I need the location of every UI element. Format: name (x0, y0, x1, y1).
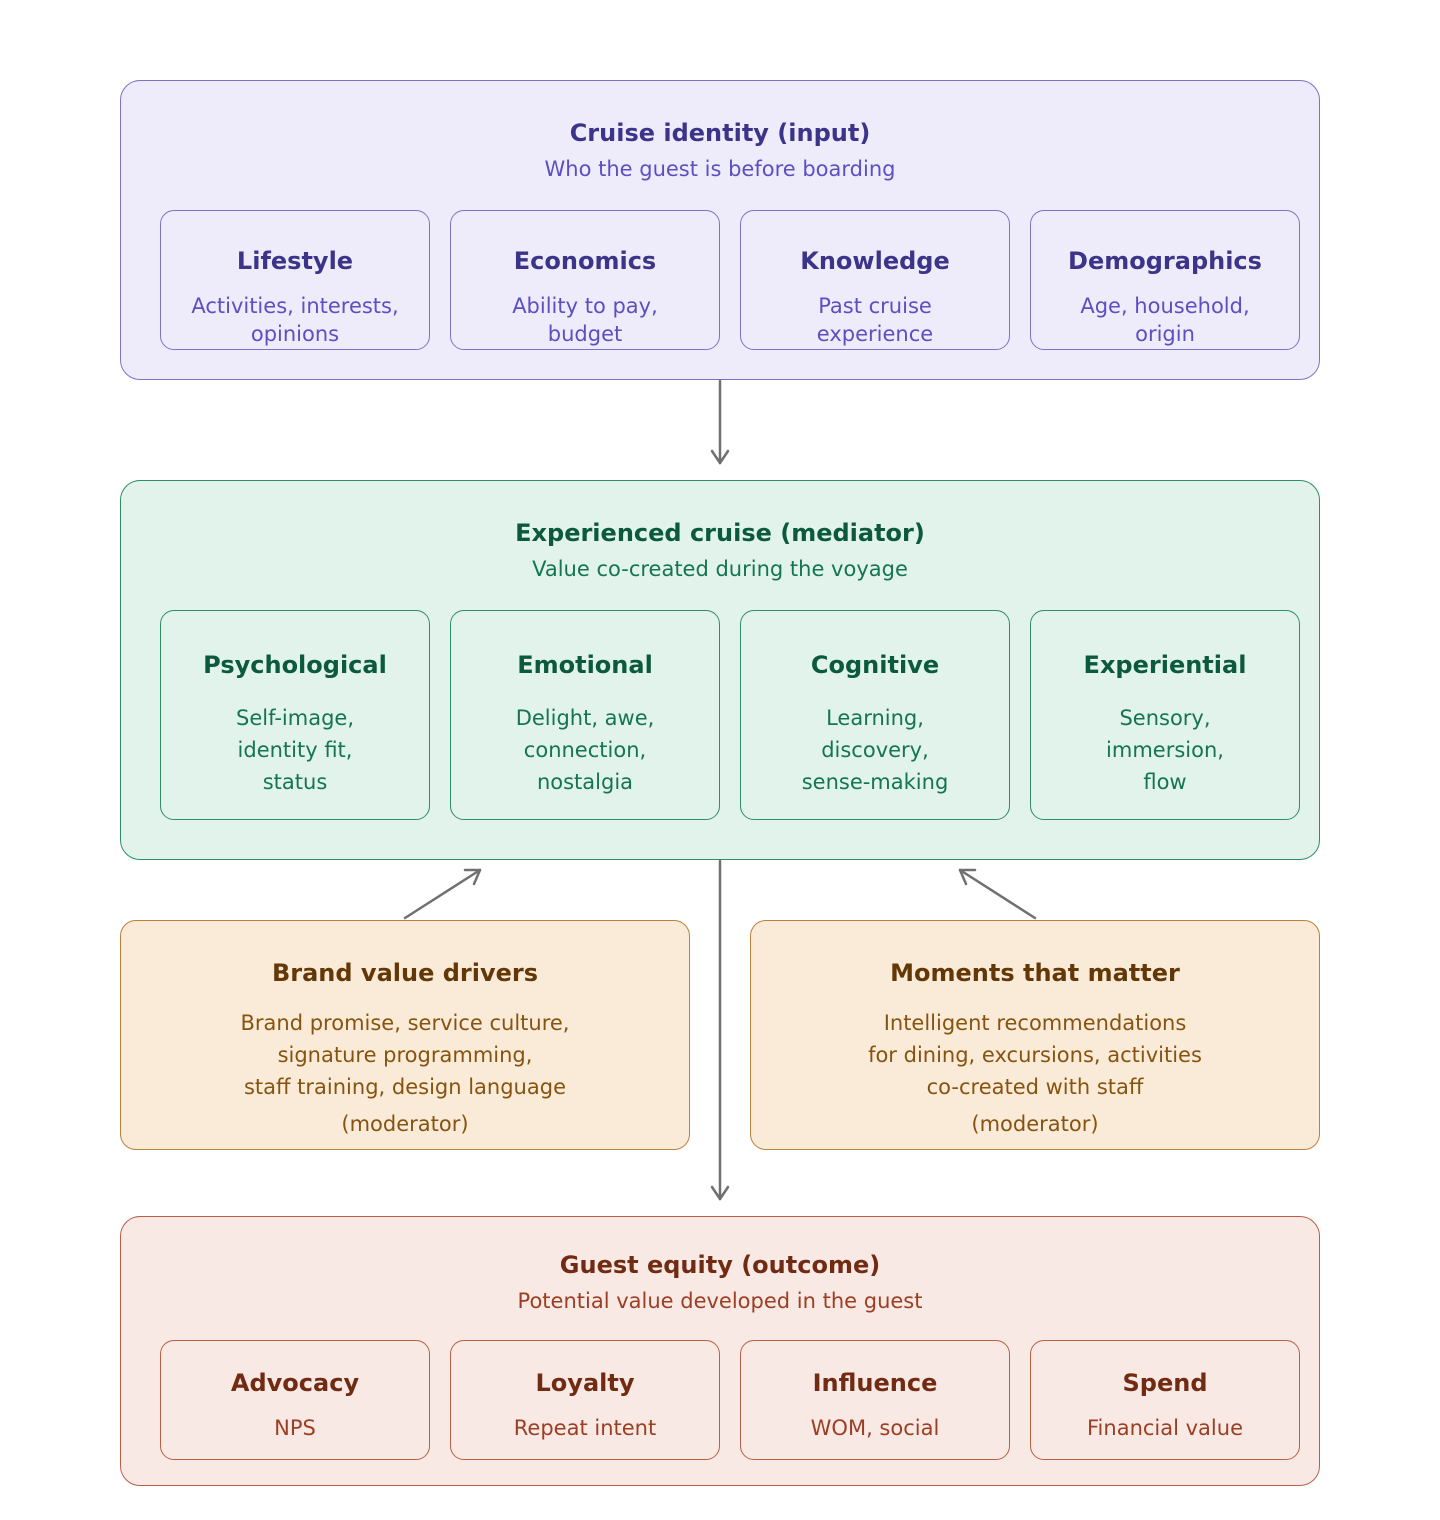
moderator-title: Moments that matter (890, 959, 1180, 987)
card-psychological: Psychological Self-image, identity fit, … (160, 610, 430, 820)
moderator-description-line: signature programming, (277, 1043, 533, 1067)
card-description-line: Self-image, (236, 706, 354, 730)
moderator-description-line: Brand promise, service culture, (240, 1011, 570, 1035)
arrow-input-to-mediator (710, 379, 730, 465)
card-title: Spend (1122, 1369, 1208, 1397)
card-description: NPS (274, 1416, 316, 1440)
card-title: Cognitive (810, 651, 940, 679)
card-description: Financial value (1087, 1416, 1243, 1440)
input-group-title: Cruise identity (input) (569, 119, 871, 147)
card-description-line: experience (816, 322, 934, 346)
card-title: Loyalty (535, 1369, 635, 1397)
card-description: Age, household, origin (1031, 292, 1299, 348)
moderator-description-line: Intelligent recommendations (883, 1011, 1187, 1035)
moderator-tag: (moderator) (971, 1112, 1099, 1136)
card-description-line: budget (547, 322, 623, 346)
card-description-line: status (262, 770, 328, 794)
outcome-group-subtitle: Potential value developed in the guest (517, 1289, 923, 1313)
card-description-line: Sensory, (1119, 706, 1211, 730)
moderator-moments-that-matter: Moments that matter Intelligent recommen… (750, 920, 1320, 1150)
card-description-line: Age, household, (1080, 294, 1250, 318)
card-economics: Economics Ability to pay, budget (450, 210, 720, 350)
card-description-line: Delight, awe, (515, 706, 655, 730)
card-experiential: Experiential Sensory, immersion, flow (1030, 610, 1300, 820)
mediator-group-subtitle: Value co-created during the voyage (532, 557, 908, 581)
moderator-description: Intelligent recommendations for dining, … (751, 1007, 1319, 1103)
card-description-line: discovery, (821, 738, 929, 762)
arrow-moments-to-mediator (958, 868, 1037, 920)
card-description-line: origin (1135, 322, 1195, 346)
mediator-group-title: Experienced cruise (mediator) (515, 519, 925, 547)
card-loyalty: Loyalty Repeat intent (450, 1340, 720, 1460)
card-spend: Spend Financial value (1030, 1340, 1300, 1460)
card-emotional: Emotional Delight, awe, connection, nost… (450, 610, 720, 820)
moderator-description-line: staff training, design language (243, 1075, 566, 1099)
card-title: Experiential (1083, 651, 1247, 679)
card-cognitive: Cognitive Learning, discovery, sense-mak… (740, 610, 1010, 820)
card-description-line: Learning, (826, 706, 924, 730)
card-description-line: Past cruise (818, 294, 932, 318)
card-lifestyle: Lifestyle Activities, interests, opinion… (160, 210, 430, 350)
card-title: Advocacy (230, 1369, 360, 1397)
card-description-line: sense-making (801, 770, 949, 794)
moderator-title: Brand value drivers (271, 959, 538, 987)
outcome-group-title: Guest equity (outcome) (559, 1251, 881, 1279)
card-description-line: nostalgia (536, 770, 634, 794)
card-description-line: immersion, (1106, 738, 1224, 762)
card-description: Learning, discovery, sense-making (741, 702, 1009, 798)
card-title: Demographics (1068, 247, 1262, 275)
moderator-tag: (moderator) (341, 1112, 469, 1136)
moderator-brand-value-drivers: Brand value drivers Brand promise, servi… (120, 920, 690, 1150)
arrow-mediator-to-outcome (710, 859, 730, 1201)
input-group-subtitle: Who the guest is before boarding (544, 157, 896, 181)
moderator-description-line: for dining, excursions, activities (868, 1043, 1202, 1067)
card-knowledge: Knowledge Past cruise experience (740, 210, 1010, 350)
card-title: Emotional (517, 651, 653, 679)
card-description: Sensory, immersion, flow (1031, 702, 1299, 798)
card-title: Lifestyle (236, 247, 354, 275)
card-description: Past cruise experience (741, 292, 1009, 348)
card-description: Repeat intent (513, 1416, 657, 1440)
card-description: WOM, social (810, 1416, 940, 1440)
card-title: Knowledge (800, 247, 950, 275)
card-title: Psychological (203, 651, 387, 679)
card-description: Delight, awe, connection, nostalgia (451, 702, 719, 798)
moderator-description-line: co-created with staff (926, 1075, 1144, 1099)
card-title: Economics (513, 247, 657, 275)
card-description-line: identity fit, (237, 738, 353, 762)
card-description-line: connection, (523, 738, 647, 762)
card-description: Activities, interests, opinions (161, 292, 429, 348)
card-description: Self-image, identity fit, status (161, 702, 429, 798)
card-description-line: Ability to pay, (512, 294, 658, 318)
card-demographics: Demographics Age, household, origin (1030, 210, 1300, 350)
card-advocacy: Advocacy NPS (160, 1340, 430, 1460)
moderator-description: Brand promise, service culture, signatur… (121, 1007, 689, 1103)
card-influence: Influence WOM, social (740, 1340, 1010, 1460)
card-description-line: Activities, interests, (191, 294, 399, 318)
card-description-line: opinions (250, 322, 340, 346)
card-title: Influence (812, 1369, 938, 1397)
card-description-line: flow (1143, 770, 1187, 794)
arrow-brand-drivers-to-mediator (403, 868, 482, 920)
card-description: Ability to pay, budget (451, 292, 719, 348)
